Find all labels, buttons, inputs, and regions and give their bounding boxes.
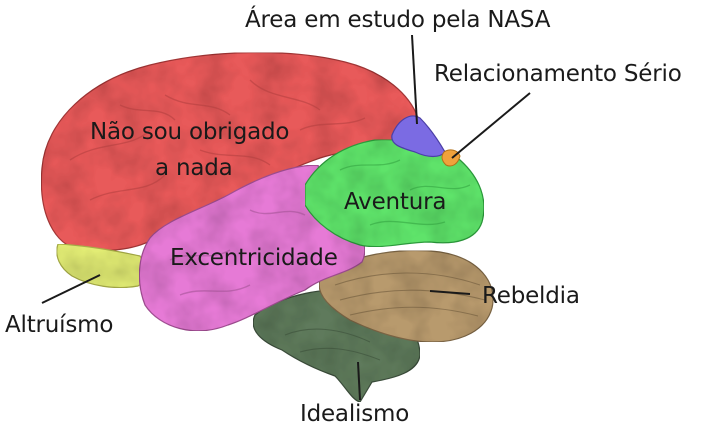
green-gyri-lines — [339, 159, 471, 226]
label-obrigado-line2: a nada — [155, 155, 233, 181]
label-rebeldia: Rebeldia — [482, 283, 580, 309]
cerebellum-region — [318, 249, 494, 343]
brainstem-lines — [284, 328, 381, 361]
temporal-pole-region — [56, 243, 147, 289]
cerebellum-folia — [334, 272, 486, 317]
label-aventura: Aventura — [344, 189, 447, 215]
label-obrigado-line1: Não sou obrigado — [90, 119, 290, 145]
label-excentricidade: Excentricidade — [170, 245, 338, 271]
label-relacionamento: Relacionamento Sério — [434, 61, 682, 87]
label-idealismo: Idealismo — [300, 401, 410, 427]
label-nasa: Área em estudo pela NASA — [245, 7, 551, 33]
pink-gyri-lines — [169, 209, 306, 296]
gyri-lines — [69, 79, 366, 201]
label-altruismo: Altruísmo — [5, 312, 114, 338]
pointer-lines — [41, 34, 531, 401]
